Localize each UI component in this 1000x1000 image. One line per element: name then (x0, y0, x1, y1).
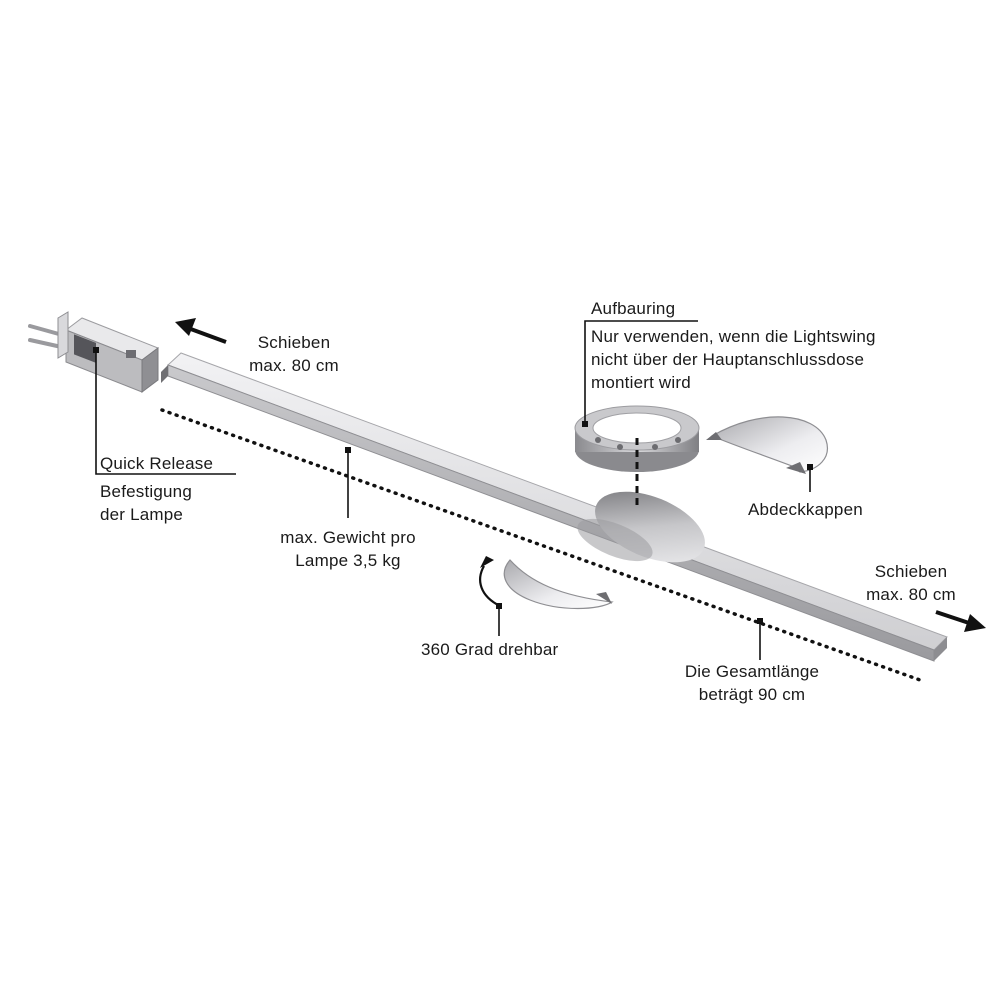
slide-right-line1: Schieben (874, 562, 948, 581)
mounting-line1: Befestigung (100, 482, 192, 501)
rotate-arrow-icon (479, 556, 501, 607)
total-length-line2: beträgt 90 cm (698, 685, 806, 704)
arrow-left-icon (175, 318, 227, 344)
slide-right-label: Schieben max. 80 cm (846, 560, 976, 606)
total-length-label: Die Gesamtlänge beträgt 90 cm (662, 660, 842, 706)
center-disc (577, 491, 705, 563)
cover-caps-label: Abdeckkappen (748, 500, 863, 519)
cover-cap-lower (503, 559, 614, 610)
total-length-dotted-line (160, 408, 922, 682)
slide-right-line2: max. 80 cm (866, 585, 956, 604)
ring-note-line3: montiert wird (591, 373, 691, 392)
max-weight-line1: max. Gewicht pro (280, 528, 416, 547)
slide-left-label: Schieben max. 80 cm (234, 331, 354, 377)
ring-note-line1: Nur verwenden, wenn die Lightswing (591, 327, 876, 346)
mounting-label: Befestigung der Lampe (100, 480, 192, 526)
arrow-right-icon (935, 610, 986, 632)
ring-note-line2: nicht über der Hauptanschlussdose (591, 350, 865, 369)
max-weight-label: max. Gewicht pro Lampe 3,5 kg (258, 526, 438, 572)
mounting-ring-label: Aufbauring (591, 299, 676, 318)
mounting-line2: der Lampe (100, 505, 184, 524)
slide-left-line2: max. 80 cm (249, 356, 339, 375)
ring-note: Nur verwenden, wenn die Lightswing nicht… (591, 325, 876, 394)
mounting-ring (574, 405, 700, 472)
cover-cap-upper (706, 416, 828, 474)
quick-release-label: Quick Release (100, 454, 214, 473)
max-weight-line2: Lampe 3,5 kg (295, 551, 401, 570)
leader-lines (95, 320, 811, 660)
slide-left-line1: Schieben (257, 333, 331, 352)
rotation-label: 360 Grad drehbar (421, 640, 559, 659)
leader-endpoints (93, 347, 813, 624)
quick-release-block (28, 311, 160, 393)
total-length-line1: Die Gesamtlänge (684, 662, 820, 681)
